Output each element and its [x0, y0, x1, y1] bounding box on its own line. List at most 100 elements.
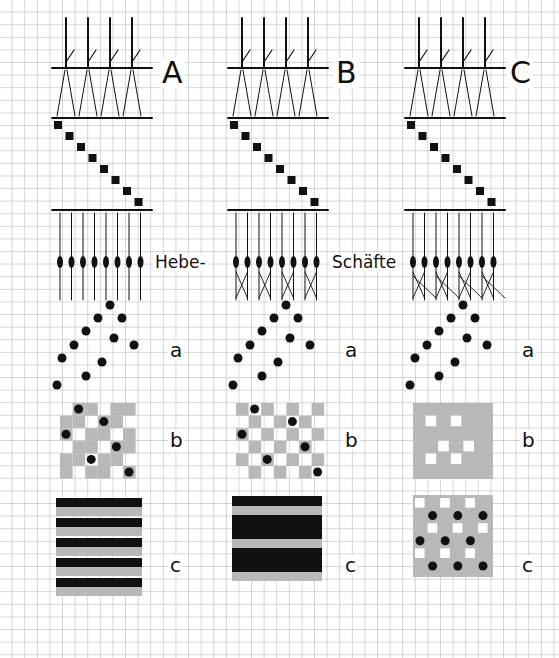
- cloth-window: [440, 498, 450, 508]
- draft-line: [309, 70, 317, 116]
- threading-square: [253, 143, 261, 151]
- draft-line: [88, 50, 96, 62]
- binding-dot: [447, 314, 456, 323]
- heddle-eye: [233, 256, 239, 268]
- draft-line: [299, 70, 307, 116]
- shaft-label: Hebe-: [153, 254, 208, 271]
- weft-stripe: [56, 567, 142, 576]
- binding-dot: [479, 562, 488, 571]
- draft-line: [255, 70, 263, 116]
- binding-dot: [479, 511, 488, 520]
- cell: [110, 416, 123, 429]
- cell: [110, 453, 123, 466]
- cloth-window: [438, 441, 449, 452]
- draft-line: [405, 209, 505, 211]
- heddle-eye: [410, 256, 416, 268]
- shaft-label: Schäfte: [330, 254, 398, 271]
- binding-dot: [112, 442, 121, 451]
- threading-square: [476, 187, 484, 195]
- binding-dot: [301, 442, 310, 451]
- threading-square: [123, 187, 131, 195]
- draft-line: [242, 50, 250, 62]
- weft-stripe: [56, 538, 142, 547]
- binding-dot: [406, 381, 415, 390]
- cloth-window: [451, 453, 462, 464]
- cell: [123, 441, 136, 454]
- heddle-eye: [103, 256, 109, 268]
- column-letter: C: [508, 58, 533, 88]
- threading-square: [407, 121, 415, 129]
- cloth-window: [428, 523, 438, 533]
- threading-square: [442, 154, 450, 162]
- cell: [261, 453, 274, 466]
- binding-dot: [110, 334, 119, 343]
- binding-dot: [435, 327, 444, 336]
- draft-line: [485, 50, 493, 62]
- binding-dot: [118, 314, 127, 323]
- cell: [110, 441, 123, 454]
- draft-line: [265, 70, 273, 116]
- threading-square: [465, 176, 473, 184]
- cell: [286, 453, 299, 466]
- threading-square: [419, 132, 427, 140]
- figure-letter: b: [168, 430, 185, 450]
- heddle-eye: [468, 256, 474, 268]
- binding-dot: [53, 381, 62, 390]
- draft-line: [410, 70, 418, 116]
- column-letter: B: [334, 58, 359, 88]
- threading-square: [100, 165, 108, 173]
- draft-line: [264, 50, 272, 62]
- heddle-eye: [422, 256, 428, 268]
- heddle-eye: [57, 256, 63, 268]
- cell: [98, 416, 111, 429]
- binding-dot: [306, 341, 315, 350]
- binding-dot: [98, 358, 107, 367]
- figure-letter: b: [343, 430, 360, 450]
- heddle-eye: [456, 256, 462, 268]
- cell: [249, 466, 262, 479]
- cell: [236, 428, 249, 441]
- weft-stripe: [232, 515, 322, 539]
- draft-line: [486, 70, 494, 116]
- binding-dot: [483, 341, 492, 350]
- cell: [236, 453, 249, 466]
- binding-dot: [250, 405, 259, 414]
- binding-dot: [82, 327, 91, 336]
- binding-dot: [258, 327, 267, 336]
- cloth-window: [426, 453, 437, 464]
- heddle-eye: [433, 256, 439, 268]
- draft-line: [308, 50, 316, 62]
- draft-line: [286, 50, 294, 62]
- heddle-eye: [445, 256, 451, 268]
- cloth-window: [451, 416, 462, 427]
- binding-dot: [94, 314, 103, 323]
- figure-letter: a: [168, 340, 184, 360]
- cell: [73, 453, 86, 466]
- binding-dot: [441, 536, 450, 545]
- draft-line: [52, 117, 152, 119]
- cell: [60, 416, 73, 429]
- draft-line: [420, 70, 428, 116]
- weft-stripe: [232, 539, 322, 548]
- threading-square: [54, 121, 62, 129]
- draft-line: [52, 209, 152, 211]
- binding-dot: [99, 417, 108, 426]
- binding-dot: [74, 405, 83, 414]
- draft-line: [57, 70, 65, 116]
- draft-line: [228, 117, 328, 119]
- draft-line: [236, 272, 248, 298]
- draft-line: [243, 70, 251, 116]
- binding-dot: [274, 358, 283, 367]
- threading-square: [89, 154, 97, 162]
- threading-square: [66, 132, 74, 140]
- heddle-eye: [245, 256, 251, 268]
- weft-stripe: [56, 547, 142, 556]
- draft-line: [67, 70, 75, 116]
- binding-dot: [416, 536, 425, 545]
- weft-stripe: [56, 507, 142, 516]
- threading-square: [276, 165, 284, 173]
- heddle-eye: [256, 256, 262, 268]
- draft-line: [464, 70, 472, 116]
